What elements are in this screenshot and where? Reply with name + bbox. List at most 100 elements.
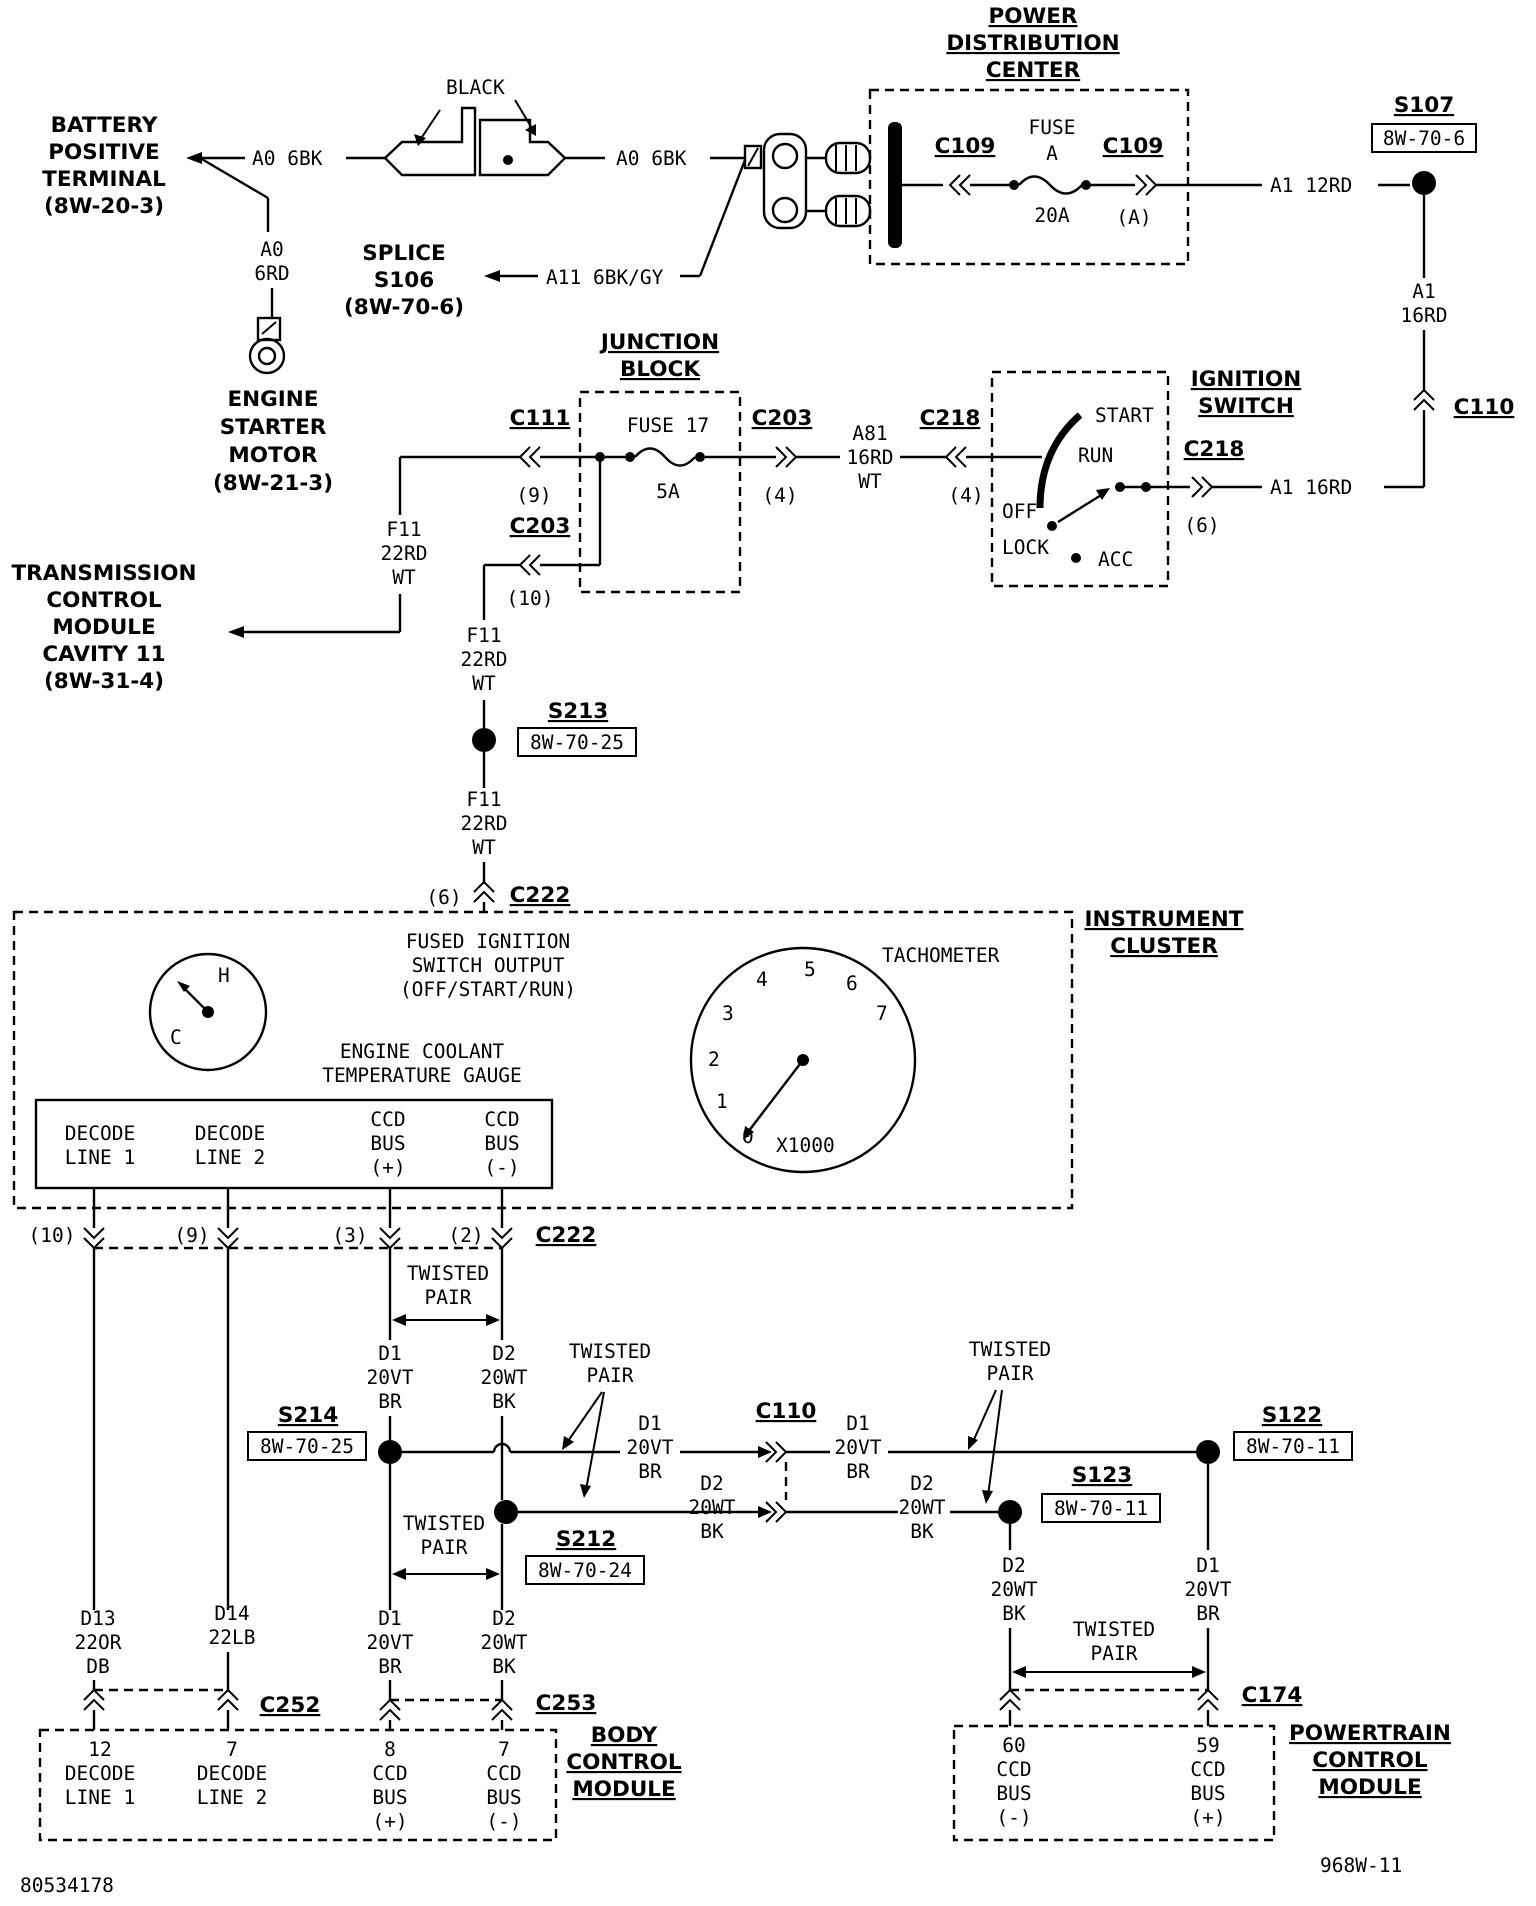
svg-text:CENTER: CENTER [986,58,1081,83]
svg-text:(6): (6) [426,886,461,909]
svg-text:8W-70-6: 8W-70-6 [1383,127,1465,150]
svg-text:ENGINE COOLANT: ENGINE COOLANT [340,1040,505,1063]
svg-text:BK: BK [700,1520,724,1543]
ignition-switch-title: IGNITION SWITCH [1191,367,1302,419]
svg-text:2: 2 [708,1048,720,1071]
svg-text:DECODE: DECODE [65,1122,135,1145]
svg-text:BODY: BODY [591,1723,658,1748]
a81-wire: A81 16RD WT C218 (4) [796,406,1042,507]
svg-text:C218: C218 [920,406,981,431]
svg-text:(+): (+) [372,1810,407,1833]
svg-text:TWISTED: TWISTED [407,1262,489,1285]
svg-text:S213: S213 [548,699,608,724]
svg-text:TEMPERATURE GAUGE: TEMPERATURE GAUGE [322,1064,522,1087]
svg-text:C110: C110 [1454,395,1515,420]
splice-s123: S123 8W-70-11 D2 20WT BK [991,1463,1161,1690]
svg-text:SWITCH OUTPUT: SWITCH OUTPUT [412,954,565,977]
svg-text:20A: 20A [1034,204,1069,227]
svg-text:D2: D2 [1002,1554,1025,1577]
svg-text:S212: S212 [556,1527,616,1552]
svg-text:(9): (9) [516,484,551,507]
svg-text:S123: S123 [1072,1463,1132,1488]
svg-text:BUS: BUS [996,1782,1031,1805]
a1-12rd-wire: A1 12RD [1156,174,1410,197]
battery-cable-a0-6bk: A0 6BK [186,147,385,232]
svg-text:CAVITY 11: CAVITY 11 [42,642,165,667]
battery-positive-terminal-label: BATTERY POSITIVE TERMINAL (8W-20-3) [42,113,166,219]
coolant-gauge-icon: H C [148,952,268,1072]
splice-s106-label: SPLICE S106 (8W-70-6) [344,241,464,320]
svg-text:POWER: POWER [989,4,1078,29]
instrument-cluster: INSTRUMENT CLUSTER FUSED IGNITION SWITCH… [12,907,1244,1210]
svg-text:16RD: 16RD [1401,304,1448,327]
ignition-switch: IGNITION SWITCH START RUN OFF LOCK ACC [990,367,1302,588]
c222-bottom-connector: (10) (9) (3) (2) C222 [29,1188,596,1250]
svg-text:22RD: 22RD [381,542,428,565]
svg-text:3: 3 [722,1002,734,1025]
svg-text:DISTRIBUTION: DISTRIBUTION [946,31,1119,56]
svg-text:20VT: 20VT [367,1631,414,1654]
instrument-cluster-title: INSTRUMENT CLUSTER [1085,907,1244,959]
fused-ignition-output-label: FUSED IGNITION SWITCH OUTPUT (OFF/START/… [400,930,576,1001]
svg-text:(-): (-) [996,1806,1031,1829]
svg-text:BUS: BUS [372,1786,407,1809]
svg-text:LOCK: LOCK [1002,536,1049,559]
svg-text:S106: S106 [374,268,434,293]
battery-a0-6rd-wire: A0 6RD [248,238,290,375]
svg-text:PAIR: PAIR [1091,1642,1138,1665]
svg-text:CONTROL: CONTROL [46,588,162,613]
svg-text:D2: D2 [910,1472,933,1495]
coolant-gauge-label: ENGINE COOLANT TEMPERATURE GAUGE [322,1040,522,1087]
bus-bar-studs [806,141,872,228]
svg-text:F11: F11 [386,518,421,541]
svg-text:INSTRUMENT: INSTRUMENT [1085,907,1244,932]
svg-text:MODULE: MODULE [52,615,155,640]
svg-text:D1: D1 [638,1412,661,1435]
svg-text:12: 12 [88,1738,111,1761]
svg-text:BK: BK [492,1655,516,1678]
svg-text:D1: D1 [378,1607,401,1630]
svg-text:WT: WT [392,566,416,589]
svg-text:(OFF/START/RUN): (OFF/START/RUN) [400,978,576,1001]
svg-text:60: 60 [1002,1734,1025,1757]
svg-text:PAIR: PAIR [421,1536,468,1559]
svg-text:CONTROL: CONTROL [566,1750,682,1775]
svg-text:BR: BR [1196,1602,1220,1625]
svg-text:DB: DB [86,1655,109,1678]
svg-text:WT: WT [472,836,496,859]
svg-text:A1 12RD: A1 12RD [1270,174,1352,197]
svg-text:BR: BR [846,1460,870,1483]
svg-text:C: C [170,1026,182,1049]
svg-text:0: 0 [742,1125,754,1148]
svg-text:8W-70-11: 8W-70-11 [1054,1497,1148,1520]
svg-text:D13: D13 [80,1607,115,1630]
svg-text:C109: C109 [935,134,996,159]
svg-text:6RD: 6RD [254,262,289,285]
svg-text:20WT: 20WT [481,1631,528,1654]
svg-text:ENGINE: ENGINE [227,387,318,412]
svg-text:A: A [1046,142,1058,165]
splice-s107: S107 8W-70-6 [1371,93,1477,195]
svg-text:(+): (+) [370,1156,405,1179]
svg-text:A81: A81 [852,422,887,445]
svg-text:BATTERY: BATTERY [51,113,158,138]
svg-text:FUSED IGNITION: FUSED IGNITION [406,930,570,953]
svg-text:IGNITION: IGNITION [1191,367,1302,392]
svg-text:FUSE: FUSE [1029,116,1076,139]
svg-text:59: 59 [1196,1734,1219,1757]
svg-text:BLACK: BLACK [446,76,505,99]
svg-text:22RD: 22RD [461,648,508,671]
svg-text:C110: C110 [756,1399,817,1424]
svg-text:C252: C252 [260,1693,321,1718]
svg-text:DECODE: DECODE [65,1762,135,1785]
svg-text:CCD: CCD [370,1108,405,1131]
arrow-left-icon [186,152,202,164]
svg-text:CCD: CCD [996,1758,1031,1781]
svg-text:5A: 5A [656,480,680,503]
junction-block-title: JUNCTION BLOCK [599,330,719,382]
svg-text:BUS: BUS [1190,1782,1225,1805]
svg-text:1: 1 [716,1090,728,1113]
svg-text:BK: BK [492,1390,516,1413]
svg-text:MOTOR: MOTOR [228,443,318,468]
svg-text:STARTER: STARTER [220,415,327,440]
